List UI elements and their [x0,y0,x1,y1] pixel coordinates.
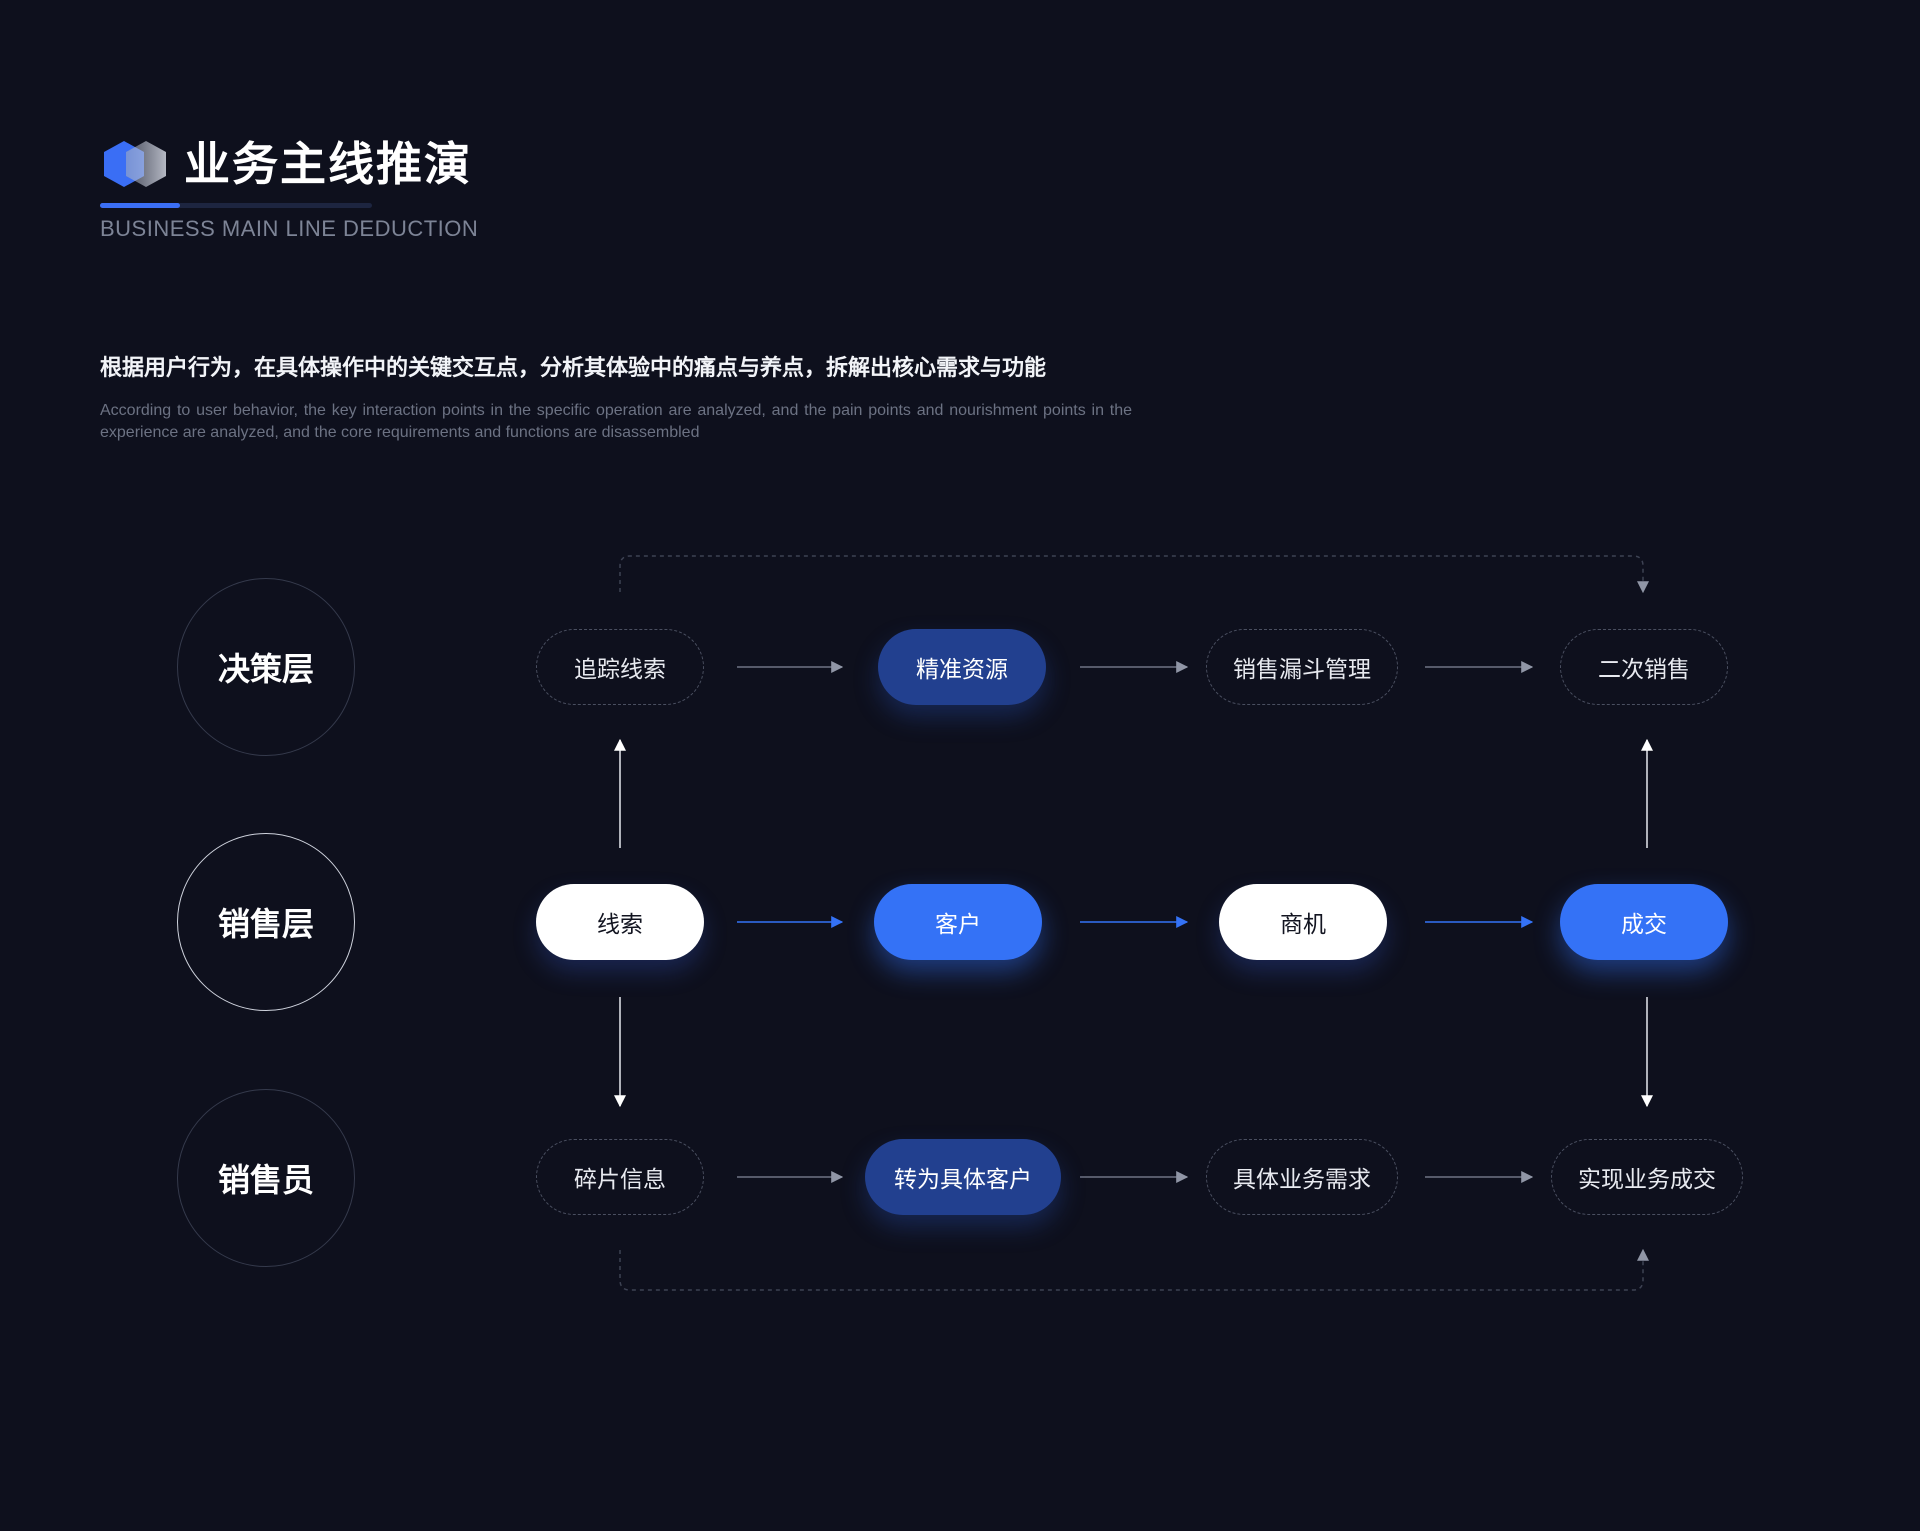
node-r2-1: 线索 [536,884,704,960]
loop-connector-bottom [619,1248,1649,1291]
layer-salesperson: 销售员 [177,1089,355,1267]
node-r2-2: 客户 [874,884,1042,960]
node-r3-1: 碎片信息 [536,1139,704,1215]
node-r1-2: 精准资源 [878,629,1046,705]
node-r1-1: 追踪线索 [536,629,704,705]
page-title: 业务主线推演 [184,137,472,191]
description-cn: 根据用户行为，在具体操作中的关键交互点，分析其体验中的痛点与养点，拆解出核心需求… [100,356,1047,381]
page-subtitle: BUSINESS MAIN LINE DEDUCTION [100,216,479,241]
title-underline-accent [100,203,180,208]
title-underline [100,203,372,208]
hexagon-logo-icon [104,141,166,187]
layer-decision: 决策层 [177,578,355,756]
node-r3-2: 转为具体客户 [865,1139,1061,1215]
node-r1-3: 销售漏斗管理 [1206,629,1398,705]
node-r1-4: 二次销售 [1560,629,1728,705]
node-r3-3: 具体业务需求 [1206,1139,1398,1215]
loop-connector-top [619,555,1649,594]
node-r3-4: 实现业务成交 [1551,1139,1743,1215]
description-en: According to user behavior, the key inte… [100,402,1132,441]
layer-sales: 销售层 [177,833,355,1011]
node-r2-3: 商机 [1219,884,1387,960]
node-r2-4: 成交 [1560,884,1728,960]
